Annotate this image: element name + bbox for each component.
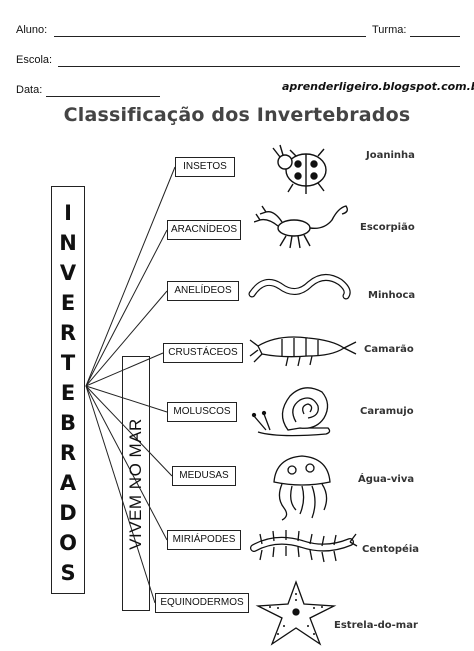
letter: I	[64, 201, 72, 225]
letter: T	[60, 351, 76, 375]
site-url: aprenderligeiro.blogspot.com.br	[282, 80, 474, 93]
vivem-no-mar-label: VIVEM NO MAR	[122, 356, 150, 611]
aluno-field[interactable]	[54, 36, 366, 37]
aluno-label: Aluno:	[16, 24, 48, 36]
animal-label-camarao: Camarão	[364, 344, 414, 355]
connector-moluscos	[85, 385, 168, 413]
connector-anelideos	[85, 290, 168, 387]
page-title: Classificação dos Invertebrados	[63, 104, 411, 126]
category-medusas: MEDUSAS	[172, 466, 236, 486]
letter: E	[60, 381, 76, 405]
invertebrados-label: I N V E R T E B R A D O S	[51, 186, 85, 594]
letter: E	[60, 291, 76, 315]
scorpion-icon	[254, 205, 349, 249]
category-equinodermos: EQUINODERMOS	[155, 593, 249, 613]
escola-label: Escola:	[16, 54, 53, 66]
shrimp-icon	[249, 336, 357, 367]
animal-label-minhoca: Minhoca	[368, 290, 416, 301]
letter: D	[59, 501, 77, 525]
connector-crustaceos	[85, 352, 164, 387]
data-label: Data:	[16, 84, 43, 96]
category-moluscos: MOLUSCOS	[167, 402, 237, 422]
snail-icon	[251, 387, 331, 437]
animal-label-caramujo: Caramujo	[360, 406, 414, 417]
centipede-icon	[250, 530, 358, 563]
starfish-icon	[255, 580, 337, 646]
connector-aracnideos	[85, 229, 168, 387]
category-miriapodes: MIRIÁPODES	[167, 530, 241, 550]
connector-miriapodes	[85, 385, 168, 541]
category-aracnideos: ARACNÍDEOS	[167, 220, 241, 240]
animal-label-estrela-do-mar: Estrela-do-mar	[334, 620, 418, 631]
jellyfish-icon	[273, 455, 331, 521]
letter: S	[60, 561, 76, 585]
letter: O	[59, 531, 77, 555]
category-insetos: INSETOS	[175, 157, 235, 177]
animal-label-joaninha: Joaninha	[366, 150, 415, 161]
earthworm-icon	[248, 274, 351, 300]
letter: R	[59, 321, 77, 345]
connector-insetos	[85, 166, 176, 387]
letter: B	[59, 411, 76, 435]
vivem-no-mar-text: VIVEM NO MAR	[126, 417, 145, 550]
turma-label: Turma:	[372, 24, 407, 36]
letter: A	[59, 471, 77, 495]
letter: N	[59, 231, 77, 255]
animal-label-centopeia: Centopéia	[362, 544, 420, 555]
escola-field[interactable]	[58, 66, 460, 67]
connector-equinodermos	[85, 385, 156, 604]
letter: R	[59, 441, 77, 465]
letter: V	[59, 261, 77, 285]
turma-field[interactable]	[410, 36, 460, 37]
ladybug-icon	[272, 144, 327, 194]
category-anelideos: ANELÍDEOS	[167, 281, 239, 301]
data-field[interactable]	[46, 96, 160, 97]
category-crustaceos: CRUSTÁCEOS	[163, 343, 243, 363]
connector-medusas	[85, 385, 173, 477]
animal-label-escorpiao: Escorpião	[360, 222, 415, 233]
animal-label-agua-viva: Água-viva	[358, 474, 415, 485]
